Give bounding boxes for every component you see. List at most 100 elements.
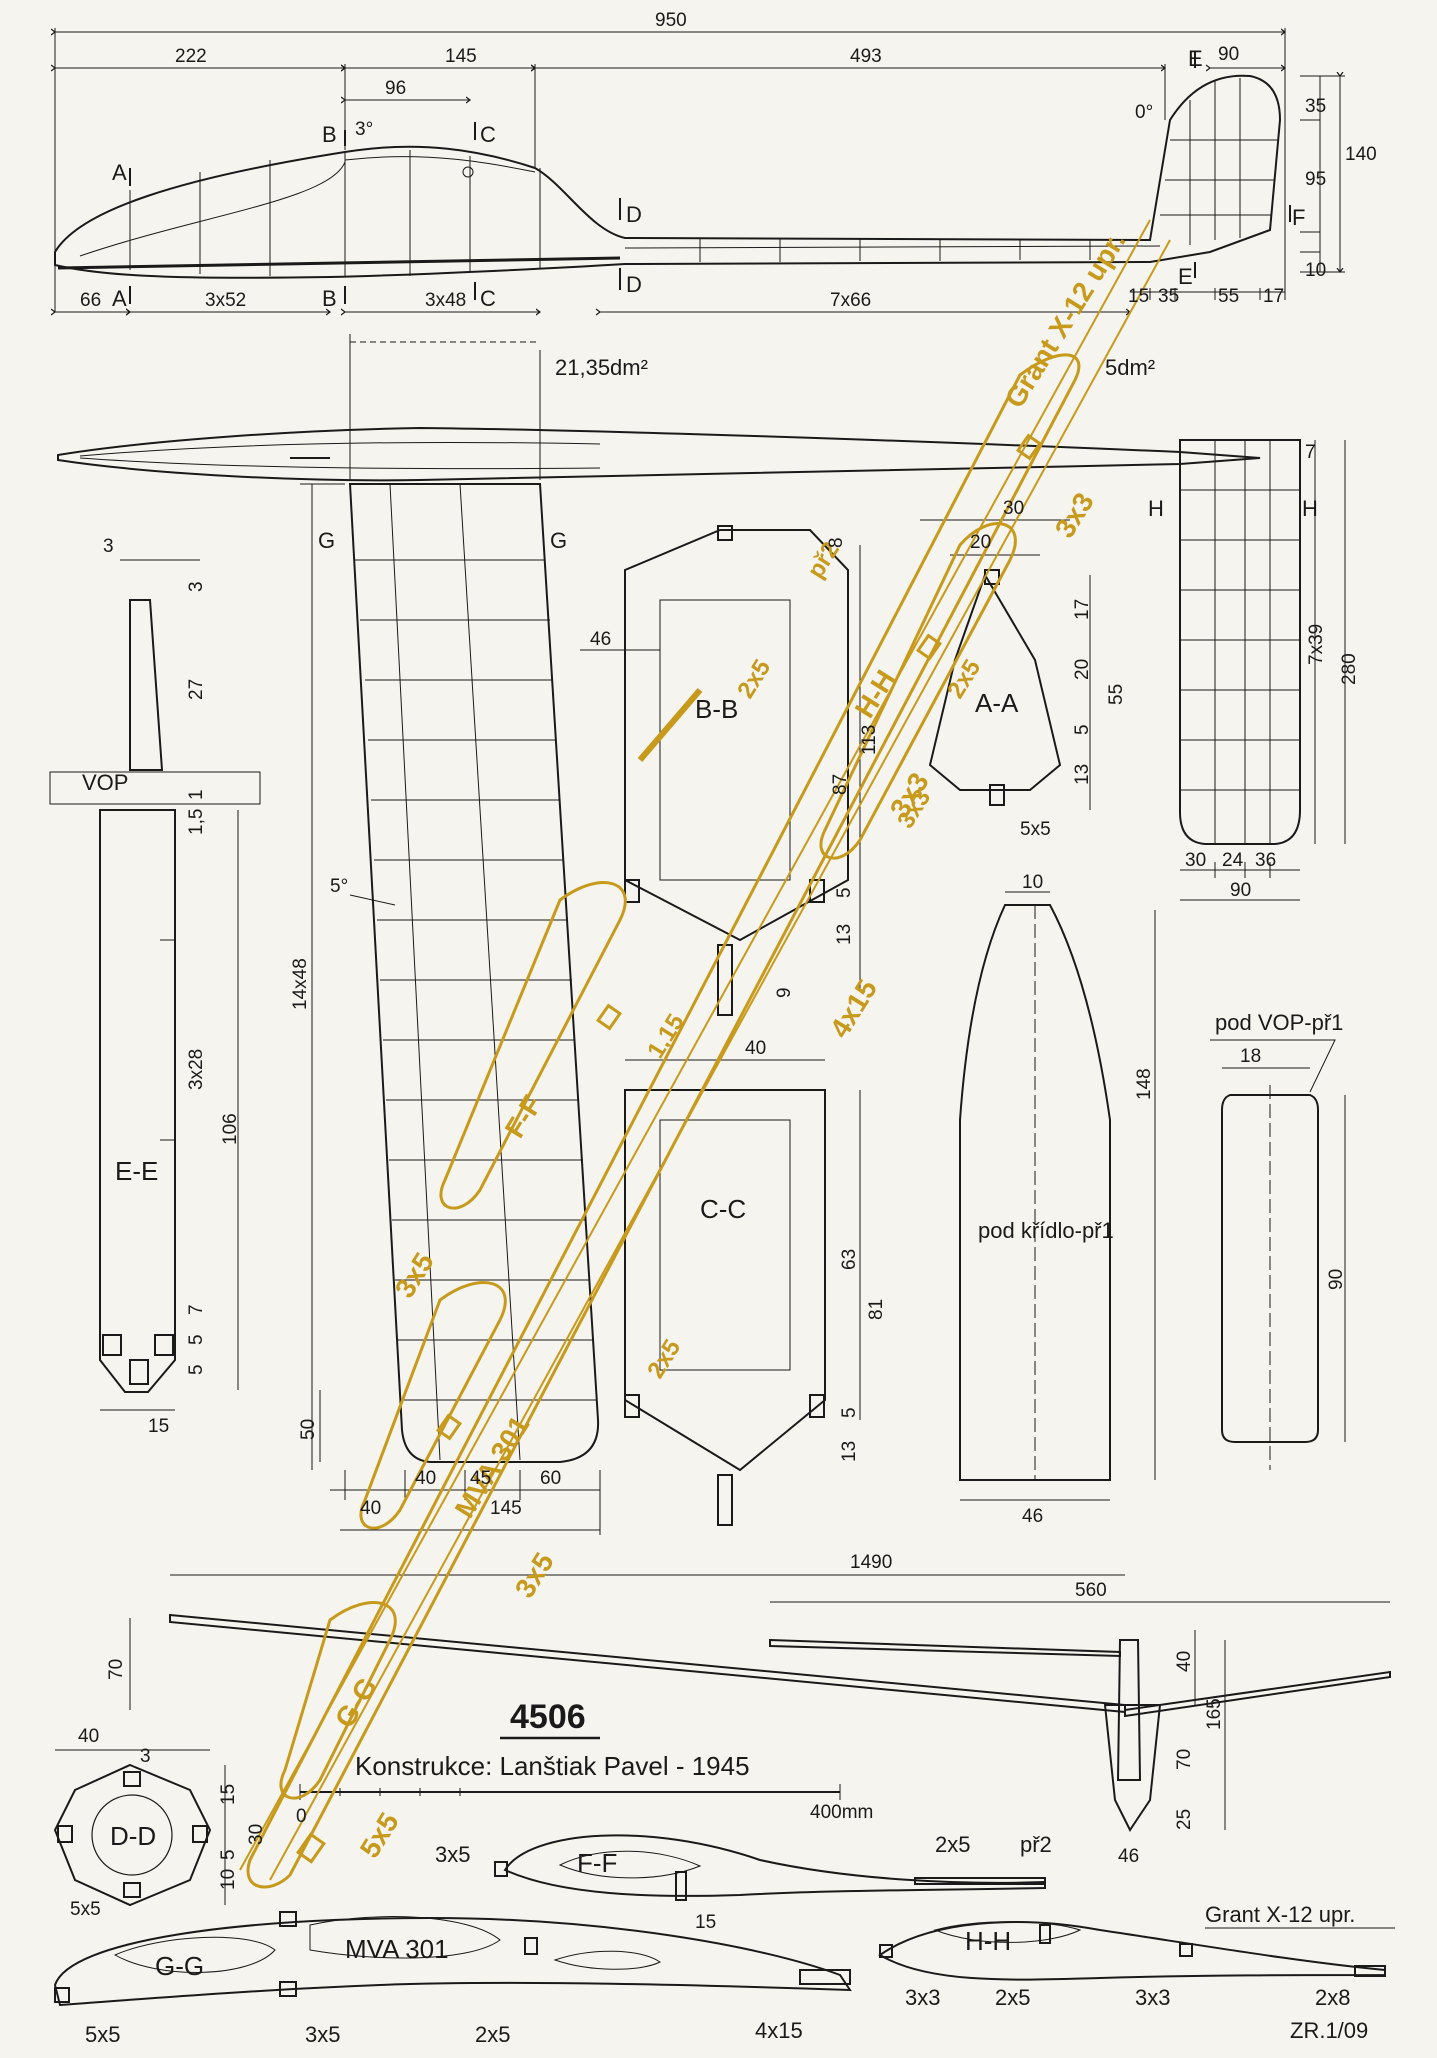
ee-dim-3: 1 — [186, 789, 207, 800]
stab-mount-template — [1210, 1039, 1346, 1470]
section-bb — [580, 525, 861, 1016]
dim-tail: 493 — [850, 46, 882, 67]
stabilizer-top-view — [1179, 439, 1346, 901]
section-aa-labels: A-A 30 20 17 20 55 5 13 5x5 — [970, 498, 1127, 840]
cut-g-right: G — [550, 528, 567, 553]
tv-h3: 165 — [1204, 1698, 1225, 1730]
dd-dim-3: 30 — [246, 1824, 267, 1845]
section-bb-title: B-B — [695, 694, 738, 724]
aa-dim-1: 20 — [970, 532, 991, 553]
overlay-label-13: 3x5 — [509, 1547, 560, 1603]
airfoil-labels: F-F 3x5 2x5 př2 15 G-G MVA 301 5x5 3x5 2… — [85, 1832, 1355, 2047]
cut-h-right: H — [1302, 496, 1318, 521]
section-cc — [624, 1059, 861, 1526]
wing-mount-dim-1: 148 — [1134, 1068, 1155, 1100]
aa-dim-4: 55 — [1106, 684, 1127, 705]
stab-c3: 36 — [1255, 850, 1276, 871]
bb-dim-0: 46 — [590, 629, 611, 650]
template-labels: pod křídlo-př1 10 148 46 pod VOP-př1 18 … — [978, 872, 1347, 1527]
dd-dim-0: 40 — [78, 1726, 99, 1747]
overlay-label-8: 1,15 — [642, 1009, 690, 1063]
wing-dimension-labels: 14x48 50 40 40 45 60 145 5° — [290, 876, 561, 1519]
ee-dim-0: 3 — [103, 536, 114, 557]
stab-c1: 30 — [1185, 850, 1206, 871]
three-view-labels: 1490 560 70 40 165 70 25 46 — [106, 1552, 1225, 1867]
dim-frames-front: 3x52 — [205, 290, 246, 311]
dd-dim-2: 15 — [218, 1784, 239, 1805]
ee-dim-6: 106 — [220, 1113, 241, 1145]
dd-dim-6: 5x5 — [70, 1899, 101, 1920]
cc-dim-3: 5 — [839, 1407, 860, 1418]
overlay-label-3: 2x5 — [732, 655, 776, 703]
cut-f: F — [1292, 205, 1305, 230]
ee-dim-2: 27 — [186, 679, 207, 700]
dim-frames-tail: 7x66 — [830, 290, 871, 311]
wing-mount-label: pod křídlo-př1 — [978, 1218, 1114, 1243]
ff-part-1: 2x5 — [935, 1832, 970, 1857]
dim-fin-w4: 17 — [1263, 286, 1284, 307]
section-dd-labels: D-D 40 3 15 30 10 5 5x5 — [70, 1726, 267, 1920]
model-number: 4506 — [510, 1698, 586, 1736]
dim-fin-w1: 15 — [1128, 286, 1149, 307]
bb-dim-2: 113 — [859, 725, 880, 755]
ee-dim-8: 5 — [186, 1334, 207, 1345]
fuselage-dimension-labels: 950 222 145 493 96 3° 90 0° 66 3x52 3x48… — [80, 10, 1377, 311]
dim-fin-angle: 0° — [1135, 102, 1153, 123]
ee-dim-10: 15 — [148, 1416, 169, 1437]
cut-d-top: D — [626, 202, 642, 227]
section-cc-labels: C-C 40 63 81 5 13 — [700, 1038, 887, 1462]
airfoil-gg — [53, 1911, 852, 2007]
gg-part-2: 2x5 — [475, 2022, 510, 2047]
overlay-label-7: 4x15 — [824, 974, 883, 1043]
section-dd — [53, 1749, 226, 1907]
tv-h1: 70 — [106, 1659, 127, 1680]
page-reference: ZR.1/09 — [1290, 2018, 1368, 2043]
airfoil-hh — [878, 1921, 1395, 1981]
dim-fin-total: 140 — [1345, 144, 1377, 165]
stab-span: 280 — [1339, 653, 1360, 685]
dim-frames-mid: 3x48 — [425, 290, 466, 311]
cc-dim-2: 81 — [866, 1299, 887, 1320]
gg-part-3: 4x15 — [755, 2018, 803, 2043]
ff-part-0: 3x5 — [435, 1842, 470, 1867]
dim-angle-b: 3° — [355, 119, 373, 140]
wing-d3: 45 — [470, 1468, 491, 1489]
bb-dim-1: 8 — [826, 537, 847, 548]
cut-g-left: G — [318, 528, 335, 553]
hh-part-3: 2x8 — [1315, 1985, 1350, 2010]
aa-dim-5: 5 — [1072, 724, 1093, 735]
bb-dim-3: 87 — [830, 774, 851, 795]
gg-part-1: 3x5 — [305, 2022, 340, 2047]
stab-mount-dim-1: 90 — [1326, 1269, 1347, 1290]
designer-credit: Konstrukce: Lanštiak Pavel - 1945 — [355, 1751, 750, 1781]
wing-mount-dim-0: 10 — [1022, 872, 1043, 893]
three-view — [129, 1574, 1391, 1832]
section-cc-title: C-C — [700, 1194, 746, 1224]
tv-h6: 46 — [1118, 1846, 1139, 1867]
cut-c-bottom: C — [480, 286, 496, 311]
scale-end: 400mm — [810, 1802, 873, 1823]
dim-fin-h1: 35 — [1305, 96, 1326, 117]
ee-dim-5: 3x28 — [186, 1049, 207, 1090]
stab-c2: 24 — [1222, 850, 1244, 871]
gg-profile: MVA 301 — [345, 1934, 449, 1964]
span-total: 1490 — [850, 1552, 892, 1573]
area-labels: 21,35dm² 5dm² — [555, 355, 1155, 380]
wing-area: 21,35dm² — [555, 355, 648, 380]
bb-dim-6: 9 — [774, 987, 795, 998]
overlay-label-10: 3x5 — [389, 1247, 440, 1303]
section-ee-labels: E-E VOP 3 3 27 1 1,5 3x28 106 7 5 5 15 — [82, 536, 241, 1437]
aa-dim-0: 30 — [1003, 498, 1024, 519]
section-ee — [49, 559, 261, 1411]
overlay-label-11: 2x5 — [642, 1335, 686, 1383]
dim-fin-w3: 55 — [1218, 286, 1239, 307]
wing-d5: 145 — [490, 1498, 522, 1519]
cut-e-bottom: E — [1178, 264, 1193, 289]
wing-ribs: 14x48 — [290, 958, 311, 1010]
wing-d2: 40 — [415, 1468, 436, 1489]
ee-dim-1: 3 — [186, 581, 207, 592]
stab-mount-label: pod VOP-př1 — [1215, 1010, 1343, 1035]
hh-profile: Grant X-12 upr. — [1205, 1902, 1355, 1927]
tv-h4: 70 — [1174, 1749, 1195, 1770]
